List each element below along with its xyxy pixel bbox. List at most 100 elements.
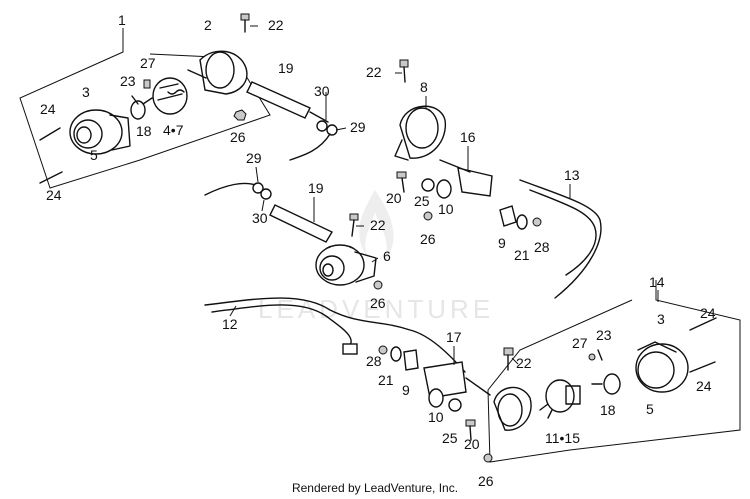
part-label: 24: [46, 187, 62, 203]
signal-lens-icon: [315, 244, 377, 286]
grommet-icon: [428, 388, 444, 408]
stem-icon: [246, 81, 338, 161]
part-label: 18: [136, 123, 152, 139]
washer-icon: [516, 214, 528, 230]
signal-housing-icon: [394, 105, 447, 161]
washer-icon: [390, 346, 402, 362]
nut-icon: [483, 453, 493, 463]
part-label: 22: [370, 217, 386, 233]
bolt-icon: [396, 171, 407, 193]
part-label: 1: [118, 12, 126, 28]
part-label: 20: [386, 190, 402, 206]
socket-icon: [539, 379, 581, 419]
socket-icon: [152, 77, 188, 115]
wire-harness-icon: [204, 297, 466, 373]
part-number-labels: 1 2 22 19 27 23 3 30 24 18 4•7 26 29 5 2…: [40, 12, 716, 489]
housing-icon: [187, 50, 248, 95]
nut-icon: [233, 109, 247, 121]
lower-harness-assembly: [204, 297, 491, 441]
wire-harness-icon: [519, 179, 602, 299]
bracket-icon: [439, 159, 493, 197]
lens-icon: [69, 109, 131, 155]
part-label: 26: [420, 231, 436, 247]
footer-credit: Rendered by LeadVenture, Inc.: [291, 481, 459, 495]
bolt-icon: [465, 419, 476, 441]
part-label: 27: [140, 55, 156, 71]
stem-icon: [269, 204, 333, 243]
part-label: 22: [516, 355, 532, 371]
part-label: 5: [646, 401, 654, 417]
screw-icon: [597, 349, 603, 361]
part-label: 10: [438, 201, 454, 217]
part-label: 21: [378, 372, 394, 388]
wire-harness-icon: [529, 189, 597, 276]
part-label: 24: [40, 101, 56, 117]
nut-icon: [260, 188, 272, 200]
part-label: 28: [366, 353, 382, 369]
screw-icon: [131, 95, 139, 105]
screw-icon: [39, 127, 61, 141]
clamp-icon: [403, 349, 419, 371]
part-label: 13: [564, 167, 580, 183]
bulb-icon: [591, 373, 621, 395]
connector-icon: [342, 343, 358, 355]
washer-icon: [448, 398, 462, 412]
right-rear-signal-assembly: [483, 280, 741, 463]
part-label: 9: [498, 235, 506, 251]
part-label: 30: [314, 83, 330, 99]
part-label: 5: [90, 147, 98, 163]
part-label: 10: [428, 409, 444, 425]
part-label: 22: [268, 17, 284, 33]
part-label: 6: [383, 248, 391, 264]
bolt-icon: [240, 13, 250, 33]
part-label: 17: [446, 329, 462, 345]
clip-icon: [588, 353, 596, 361]
washer-icon: [421, 178, 435, 192]
left-front-signal-assembly: [19, 13, 338, 189]
part-label: 25: [414, 193, 430, 209]
part-label: 3: [82, 84, 90, 100]
screw-icon: [689, 361, 716, 373]
part-label: 24: [700, 305, 716, 321]
middle-signal-assembly: [204, 182, 383, 290]
nut-icon: [532, 217, 542, 227]
leader-lines: [122, 25, 659, 365]
part-label: 20: [464, 436, 480, 452]
clamp-icon: [499, 205, 517, 227]
part-label: 25: [442, 430, 458, 446]
bolt-icon: [399, 59, 409, 83]
part-label: 12: [222, 316, 238, 332]
part-label: 8: [420, 79, 428, 95]
nut-icon: [373, 280, 383, 290]
part-label: 9: [402, 382, 410, 398]
part-label: 30: [252, 210, 268, 226]
part-label: 26: [370, 295, 386, 311]
screw-icon: [39, 171, 63, 184]
screw-icon: [689, 317, 717, 331]
part-label: 29: [350, 119, 366, 135]
part-label: 16: [460, 129, 476, 145]
wire-harness-icon: [211, 304, 352, 351]
part-label: 23: [120, 73, 136, 89]
part-label: 2: [204, 17, 212, 33]
nut-icon: [423, 211, 433, 221]
grommet-icon: [436, 179, 452, 199]
part-label: 28: [534, 239, 550, 255]
part-label: 19: [278, 60, 294, 76]
part-label: 27: [572, 335, 588, 351]
part-label: 22: [366, 64, 382, 80]
part-label: 21: [514, 247, 530, 263]
bolt-icon: [349, 213, 359, 237]
part-label: 24: [696, 378, 712, 394]
part-label: 26: [478, 473, 494, 489]
watermark-flame-icon: [359, 190, 394, 262]
clip-icon: [143, 79, 151, 89]
part-label: 19: [308, 180, 324, 196]
wire-icon: [204, 182, 259, 196]
part-label: 18: [600, 402, 616, 418]
part-label: 4•7: [163, 122, 184, 138]
bulb-icon: [130, 97, 153, 120]
part-label: 26: [230, 129, 246, 145]
washer-icon: [252, 182, 264, 194]
